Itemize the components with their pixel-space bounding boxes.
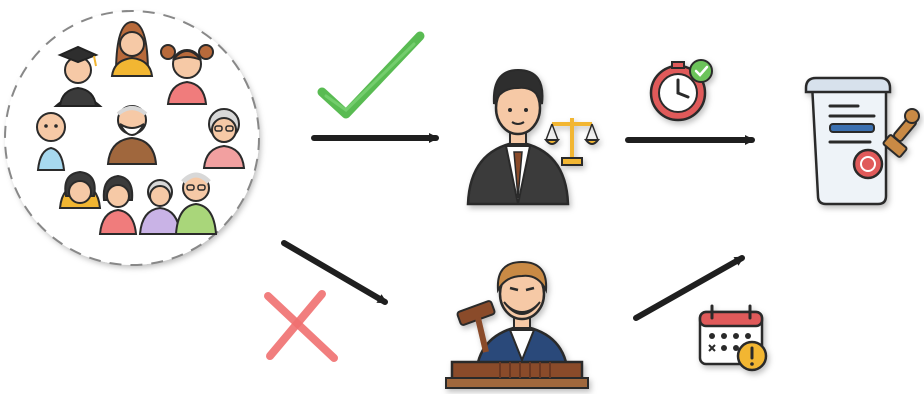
- judge-with-gavel-icon: [446, 262, 588, 388]
- stamped-legal-document-icon: [806, 78, 919, 204]
- people-group-icon: [5, 11, 259, 265]
- cross-mark-icon: [268, 294, 334, 358]
- lawyer-with-scales-icon: [468, 70, 598, 204]
- calendar-alert-icon: [700, 306, 766, 370]
- clock-check-icon: [651, 60, 712, 120]
- edge-population-to-judge: [284, 243, 385, 302]
- edge-judge-to-document: [636, 258, 742, 318]
- check-mark-icon: [322, 36, 420, 114]
